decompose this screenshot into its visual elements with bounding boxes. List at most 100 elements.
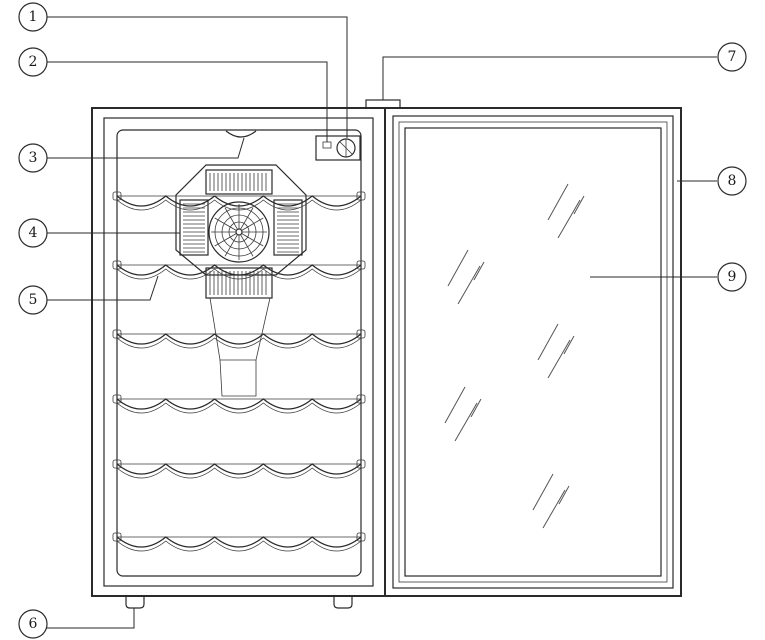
door-frame [384, 107, 682, 597]
control-panel [315, 135, 361, 161]
rack-cradle [116, 536, 362, 548]
rack-cradle-inner [116, 337, 362, 349]
reflection-stroke [558, 485, 570, 505]
interior-light [225, 130, 257, 138]
fan-hub [235, 228, 243, 236]
cabinet-body [91, 107, 386, 597]
glass-reflection [444, 386, 482, 442]
reflection-stroke [547, 339, 571, 379]
reflection-stroke [444, 386, 466, 424]
reflection-stroke [454, 402, 478, 442]
leader-6 [47, 608, 135, 629]
rack-end-left [112, 394, 122, 404]
leader-3 [47, 137, 245, 159]
rack-end-left [112, 260, 122, 270]
callout-9: 9 [717, 262, 747, 292]
wine-rack-shelf [112, 459, 366, 479]
rack-end-right [356, 459, 366, 469]
wine-rack-shelf [112, 394, 366, 414]
reflection-stroke [563, 335, 575, 355]
callout-label: 5 [29, 292, 38, 308]
glass-reflections [444, 183, 585, 529]
wine-rack-shelf [112, 329, 366, 349]
fan-housing [175, 164, 307, 299]
door-hinge [365, 99, 401, 109]
air-duct [209, 297, 271, 397]
glass-reflection [547, 183, 585, 239]
fan-spoke [224, 234, 238, 257]
rack-end-right [356, 394, 366, 404]
fan-spoke [240, 234, 254, 257]
rack-cradle [116, 398, 362, 410]
callout-8: 8 [717, 166, 747, 196]
fan-spoke [214, 217, 237, 231]
callout-label: 7 [728, 49, 737, 65]
rack-end-left [112, 191, 122, 201]
callout-label: 6 [29, 616, 38, 632]
wine-rack-shelf [112, 260, 366, 280]
foot-right [333, 596, 353, 609]
rack-end-right [356, 329, 366, 339]
reflection-stroke [537, 323, 559, 361]
fan-spoke [241, 233, 264, 247]
rack-cradle-inner [116, 467, 362, 479]
glass-reflection [447, 249, 485, 305]
callout-5: 5 [18, 285, 48, 315]
fan-spoke [241, 217, 264, 231]
callout-label: 4 [29, 225, 38, 241]
rack-cradle [116, 333, 362, 345]
fan-spoke [214, 233, 237, 247]
reflection-stroke [573, 195, 585, 215]
cabinet-feet [125, 596, 353, 609]
callout-label: 9 [728, 269, 737, 285]
wine-rack-shelf [112, 191, 366, 211]
reflection-stroke [542, 489, 566, 529]
callout-7: 7 [717, 42, 747, 72]
reflection-stroke [557, 199, 581, 239]
leader-7 [382, 56, 717, 100]
reflection-stroke [457, 265, 481, 305]
rack-end-right [356, 532, 366, 542]
rack-cradle [116, 195, 362, 207]
leader-5 [47, 275, 159, 301]
rack-cradle [116, 264, 362, 276]
rack-cradle-inner [116, 540, 362, 552]
rack-end-right [356, 260, 366, 270]
callout-label: 8 [728, 173, 737, 189]
fan-spoke [224, 207, 238, 230]
leader-2 [47, 61, 328, 142]
rack-cradle-inner [116, 199, 362, 211]
reflection-stroke [447, 249, 469, 287]
wine-racks [112, 191, 366, 552]
rack-cradle-inner [116, 268, 362, 280]
fan-spoke [240, 207, 254, 230]
indicator-light [322, 141, 332, 149]
callout-4: 4 [18, 218, 48, 248]
callout-label: 1 [29, 9, 38, 25]
rack-end-left [112, 329, 122, 339]
door-glass [404, 127, 662, 577]
callout-label: 2 [29, 54, 38, 70]
callout-2: 2 [18, 47, 48, 77]
callout-label: 3 [29, 150, 38, 166]
leader-lines [47, 16, 717, 629]
callout-3: 3 [18, 143, 48, 173]
reflection-stroke [470, 398, 482, 418]
rack-cradle [116, 463, 362, 475]
wine-rack-shelf [112, 532, 366, 552]
rack-end-right [356, 191, 366, 201]
glass-reflection [537, 323, 575, 379]
rack-end-left [112, 459, 122, 469]
callout-1: 1 [18, 2, 48, 32]
fan-outer-ring [208, 201, 270, 263]
rack-end-left [112, 532, 122, 542]
reflection-stroke [547, 183, 569, 221]
glass-reflection [532, 473, 570, 529]
callout-6: 6 [18, 609, 48, 639]
glass-door [384, 107, 682, 597]
foot-left [125, 596, 145, 609]
leader-1 [47, 16, 348, 138]
rack-cradle-inner [116, 402, 362, 414]
